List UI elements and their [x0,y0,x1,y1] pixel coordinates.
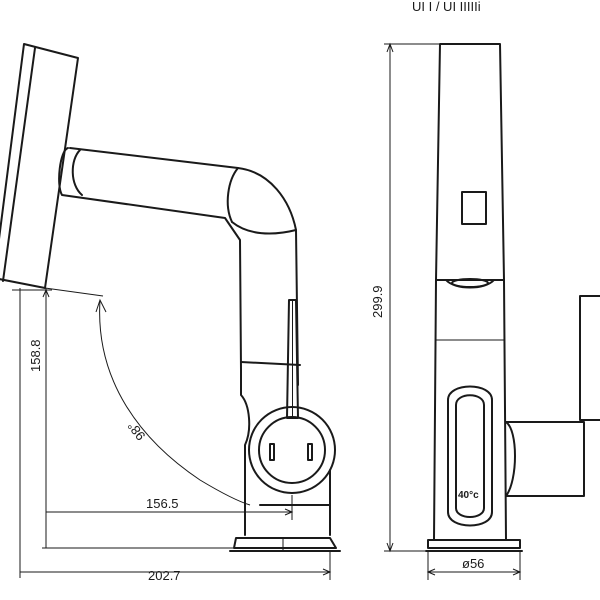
spout-arm [58,147,242,371]
front-head [435,43,505,281]
left-dimensions [12,288,332,580]
rotation-arc [99,299,251,506]
dim-base-diameter: ø56 [462,556,484,571]
faucet-front-view: 40°c [425,43,600,552]
handle-knob-inner [258,416,326,484]
spout-arm-top [69,147,299,386]
faucet-side-view [0,43,341,552]
temperature-display: 40°c [458,490,479,501]
spout-head-face-line [2,47,36,282]
front-handle-hub [505,421,585,497]
front-base [427,539,521,549]
knob-slot-left [269,443,275,461]
dim-spout-height: 158.8 [28,339,43,372]
right-dimensions [384,42,522,580]
rotation-arc-arrow [95,298,107,313]
dim-spout-reach: 156.5 [146,496,179,511]
spout-bottom-ref [44,287,104,297]
display-window-outer [447,385,493,527]
handle-knob-outer [248,406,336,494]
dim-rotation-angle: 98° [124,419,148,444]
spout-elbow-inner [226,167,239,223]
body-band [240,361,301,366]
faucet-base [233,537,337,549]
knob-slot-right [307,443,313,461]
display-window-inner [455,394,485,518]
front-aerator-opening [451,278,489,288]
front-handle-cap [579,295,600,421]
spout-head [0,43,79,289]
front-body [433,279,507,541]
front-button [461,191,487,225]
spout-neck-ring [71,149,83,196]
spout-elbow-curve [231,221,297,235]
dim-total-height: 299.9 [370,285,385,318]
dim-base-reach: 202.7 [148,568,181,583]
top-cut-label: UI I / UI IIIIIi [412,0,481,14]
faucet-body [240,369,251,536]
